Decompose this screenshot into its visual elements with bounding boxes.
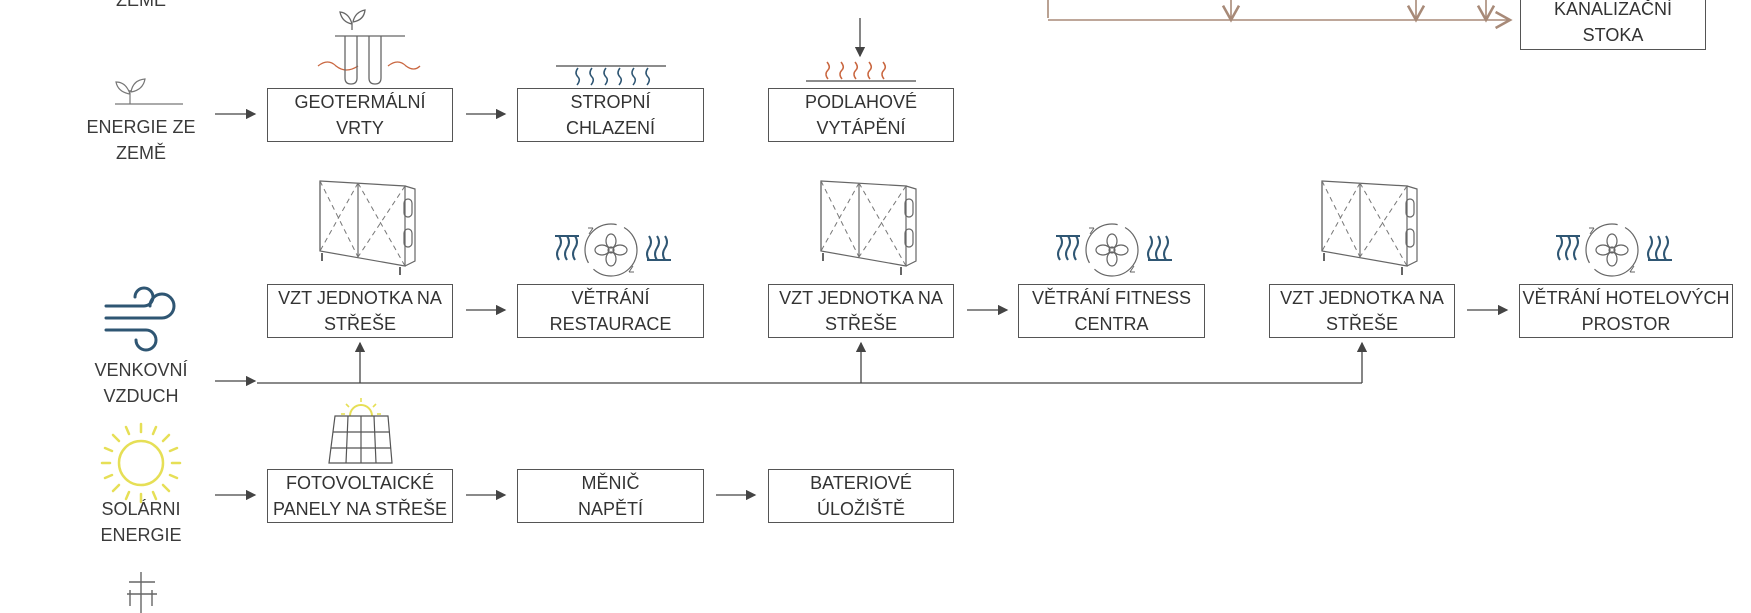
floor-heating-icon <box>806 61 916 82</box>
source-label-air: VENKOVNÍ VZDUCH <box>94 360 188 406</box>
ceiling-cooling-icon <box>556 65 666 86</box>
source-label-earth: ENERGIE ZE ZEMĚ <box>86 117 196 163</box>
geothermal-probe-icon <box>317 9 421 85</box>
power-pole-icon <box>127 572 157 613</box>
sewer-collector-line <box>1047 0 1513 30</box>
source-label-cut: ZEMĚ <box>115 0 166 10</box>
plant-icon <box>115 78 183 105</box>
source-label-solar: SOLÁRNI ENERGIE <box>100 499 182 545</box>
solar-panel-icon <box>328 398 393 464</box>
ahu-unit-icon <box>820 180 917 276</box>
fan-ventilation-icon <box>1555 223 1673 277</box>
air-row-arrows <box>215 304 1509 387</box>
ahu-unit-icon <box>1321 180 1418 276</box>
fan-ventilation-icon <box>554 223 672 277</box>
ahu-unit-icon <box>319 180 416 276</box>
earth-row-arrows <box>215 18 866 120</box>
wind-icon <box>104 286 176 352</box>
fan-ventilation-icon <box>1055 223 1173 277</box>
sun-icon <box>100 422 182 504</box>
